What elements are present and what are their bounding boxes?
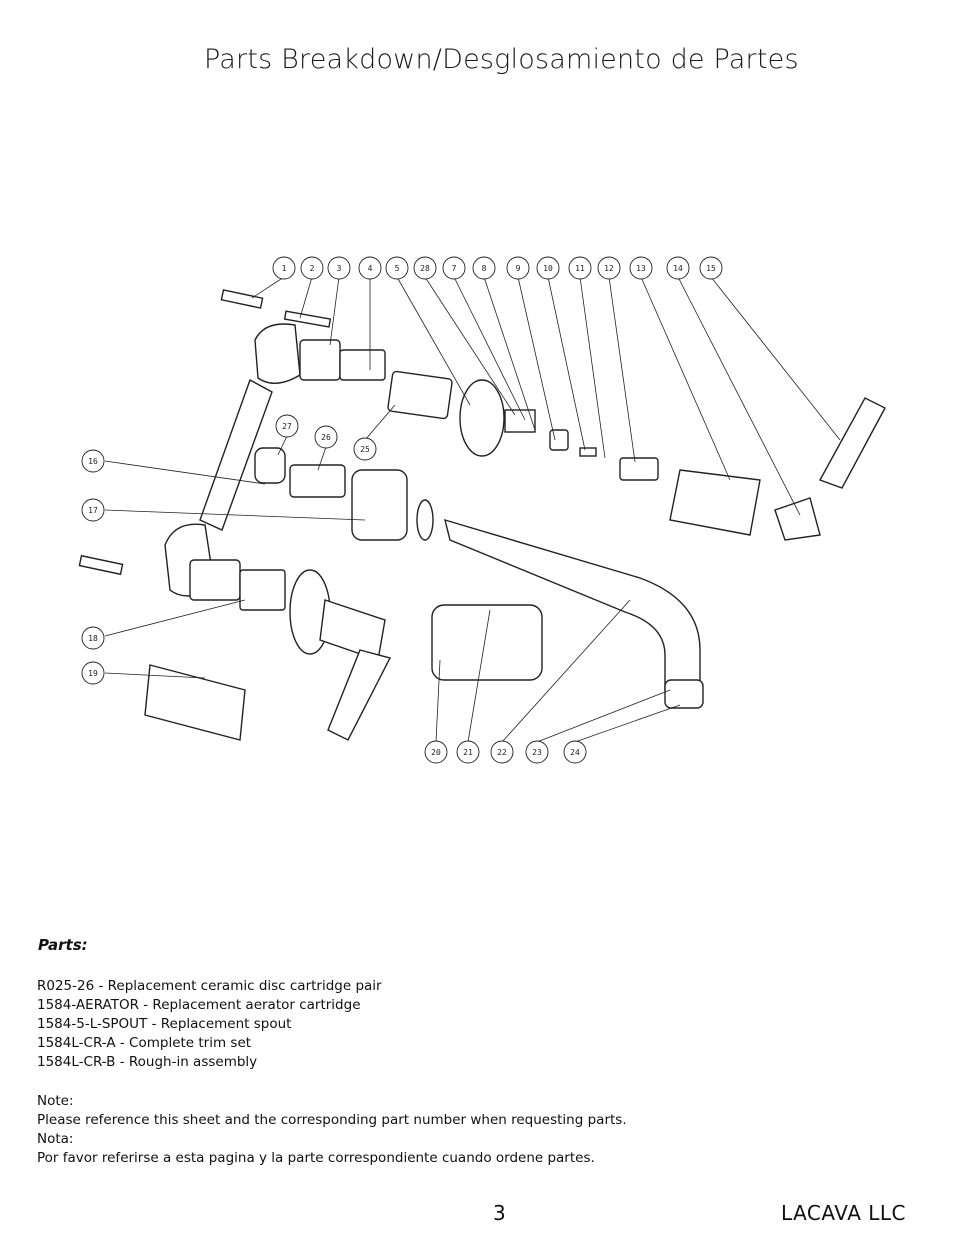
note-label: Note:: [37, 1093, 74, 1109]
callout-9: [506, 256, 530, 280]
notes-block: Note: Please reference this sheet and th…: [37, 1092, 627, 1168]
escutcheon-top: [459, 379, 505, 457]
callout-label: 5: [395, 264, 400, 273]
set-screw: [579, 447, 597, 457]
callout-label: 9: [516, 264, 521, 273]
callout-8: [472, 256, 496, 280]
callout-1: [272, 256, 296, 280]
collar-top: [549, 429, 569, 451]
callout-28: [413, 256, 437, 280]
callout-label: 23: [532, 748, 542, 757]
callout-label: 11: [575, 264, 585, 273]
callout-3: [327, 256, 351, 280]
callout-23: [525, 740, 549, 764]
callout-18: [81, 626, 105, 650]
o-ring-left: [254, 447, 286, 484]
callout-21: [456, 740, 480, 764]
callout-label: 2: [310, 264, 315, 273]
note-text: Please reference this sheet and the corr…: [37, 1112, 627, 1128]
handle-sleeve: [669, 469, 761, 536]
callout-label: 17: [88, 506, 98, 515]
callout-label: 8: [482, 264, 487, 273]
valve-body-bottom: [189, 559, 241, 601]
bonnet-top: [387, 370, 453, 420]
callout-label: 16: [88, 457, 98, 466]
nota-label: Nota:: [37, 1131, 74, 1147]
callout-12: [597, 256, 621, 280]
mount-screw-top: [220, 289, 264, 309]
callout-2: [300, 256, 324, 280]
callout-label: 15: [706, 264, 716, 273]
callout-label: 1: [282, 264, 287, 273]
rough-in-elbow-top: [254, 323, 301, 384]
callout-label: 26: [321, 433, 331, 442]
lever-base: [319, 599, 386, 661]
stem-extension: [619, 457, 659, 481]
o-ring-right: [416, 499, 434, 541]
callout-22: [490, 740, 514, 764]
callout-10: [536, 256, 560, 280]
callout-label: 27: [282, 422, 292, 431]
callout-11: [568, 256, 592, 280]
valve-body-top: [299, 339, 341, 381]
part-item: R025-26 - Replacement ceramic disc cartr…: [37, 978, 382, 994]
callout-17: [81, 498, 105, 522]
lever-handle-bottom: [327, 649, 392, 741]
callout-label: 28: [420, 264, 430, 273]
callout-label: 18: [88, 634, 98, 643]
callout-label: 21: [463, 748, 473, 757]
part-item: 1584L-CR-B - Rough-in assembly: [37, 1054, 258, 1070]
spout-adapter: [289, 464, 346, 498]
page-title: Parts Breakdown/Desglosamiento de Partes: [204, 44, 799, 75]
callout-20: [424, 740, 448, 764]
parts-heading: Parts:: [38, 936, 88, 954]
adapter-top: [504, 409, 536, 433]
part-item: 1584-AERATOR - Replacement aerator cartr…: [37, 997, 361, 1013]
callout-label: 19: [88, 669, 98, 678]
callout-label: 20: [431, 748, 441, 757]
part-item: 1584L-CR-A - Complete trim set: [37, 1035, 252, 1051]
callout-16: [81, 449, 105, 473]
callout-27: [275, 414, 299, 438]
callout-label: 22: [497, 748, 507, 757]
callout-4: [358, 256, 382, 280]
spout-escutcheon: [351, 469, 408, 541]
callout-15: [699, 256, 723, 280]
callout-label: 14: [673, 264, 683, 273]
exploded-parts-diagram: 1 2 3 4 5 28 7 8 9 10 11 12 13 14 15 16 …: [78, 256, 886, 764]
lever-handle-top: [818, 397, 886, 489]
callout-label: 4: [368, 264, 373, 273]
parts-list: R025-26 - Replacement ceramic disc cartr…: [37, 977, 382, 1072]
callout-7: [442, 256, 466, 280]
callout-label: 13: [636, 264, 646, 273]
diverter-body: [431, 604, 543, 681]
callout-25: [353, 437, 377, 461]
mount-screw-bottom: [78, 554, 124, 576]
cartridge-top: [339, 349, 386, 381]
callout-label: 3: [337, 264, 342, 273]
lever-elbow: [774, 497, 821, 541]
callout-5: [385, 256, 409, 280]
callout-14: [666, 256, 690, 280]
callout-24: [563, 740, 587, 764]
callout-label: 24: [570, 748, 580, 757]
cartridge-bottom: [239, 569, 286, 611]
callout-label: 7: [452, 264, 457, 273]
rough-in-pipe: [199, 378, 273, 531]
callout-label: 12: [604, 264, 614, 273]
callout-13: [629, 256, 653, 280]
callout-label: 10: [543, 264, 553, 273]
callout-19: [81, 661, 105, 685]
nota-text: Por favor referirse a esta pagina y la p…: [37, 1150, 595, 1166]
part-item: 1584-5-L-SPOUT - Replacement spout: [37, 1016, 292, 1032]
flange-screw: [283, 310, 332, 328]
company-name: LACAVA LLC: [781, 1201, 906, 1225]
aerator: [664, 679, 704, 709]
sleeve-bottom: [144, 664, 246, 741]
callout-label: 25: [360, 445, 370, 454]
page-number: 3: [493, 1201, 506, 1225]
callout-26: [314, 425, 338, 449]
